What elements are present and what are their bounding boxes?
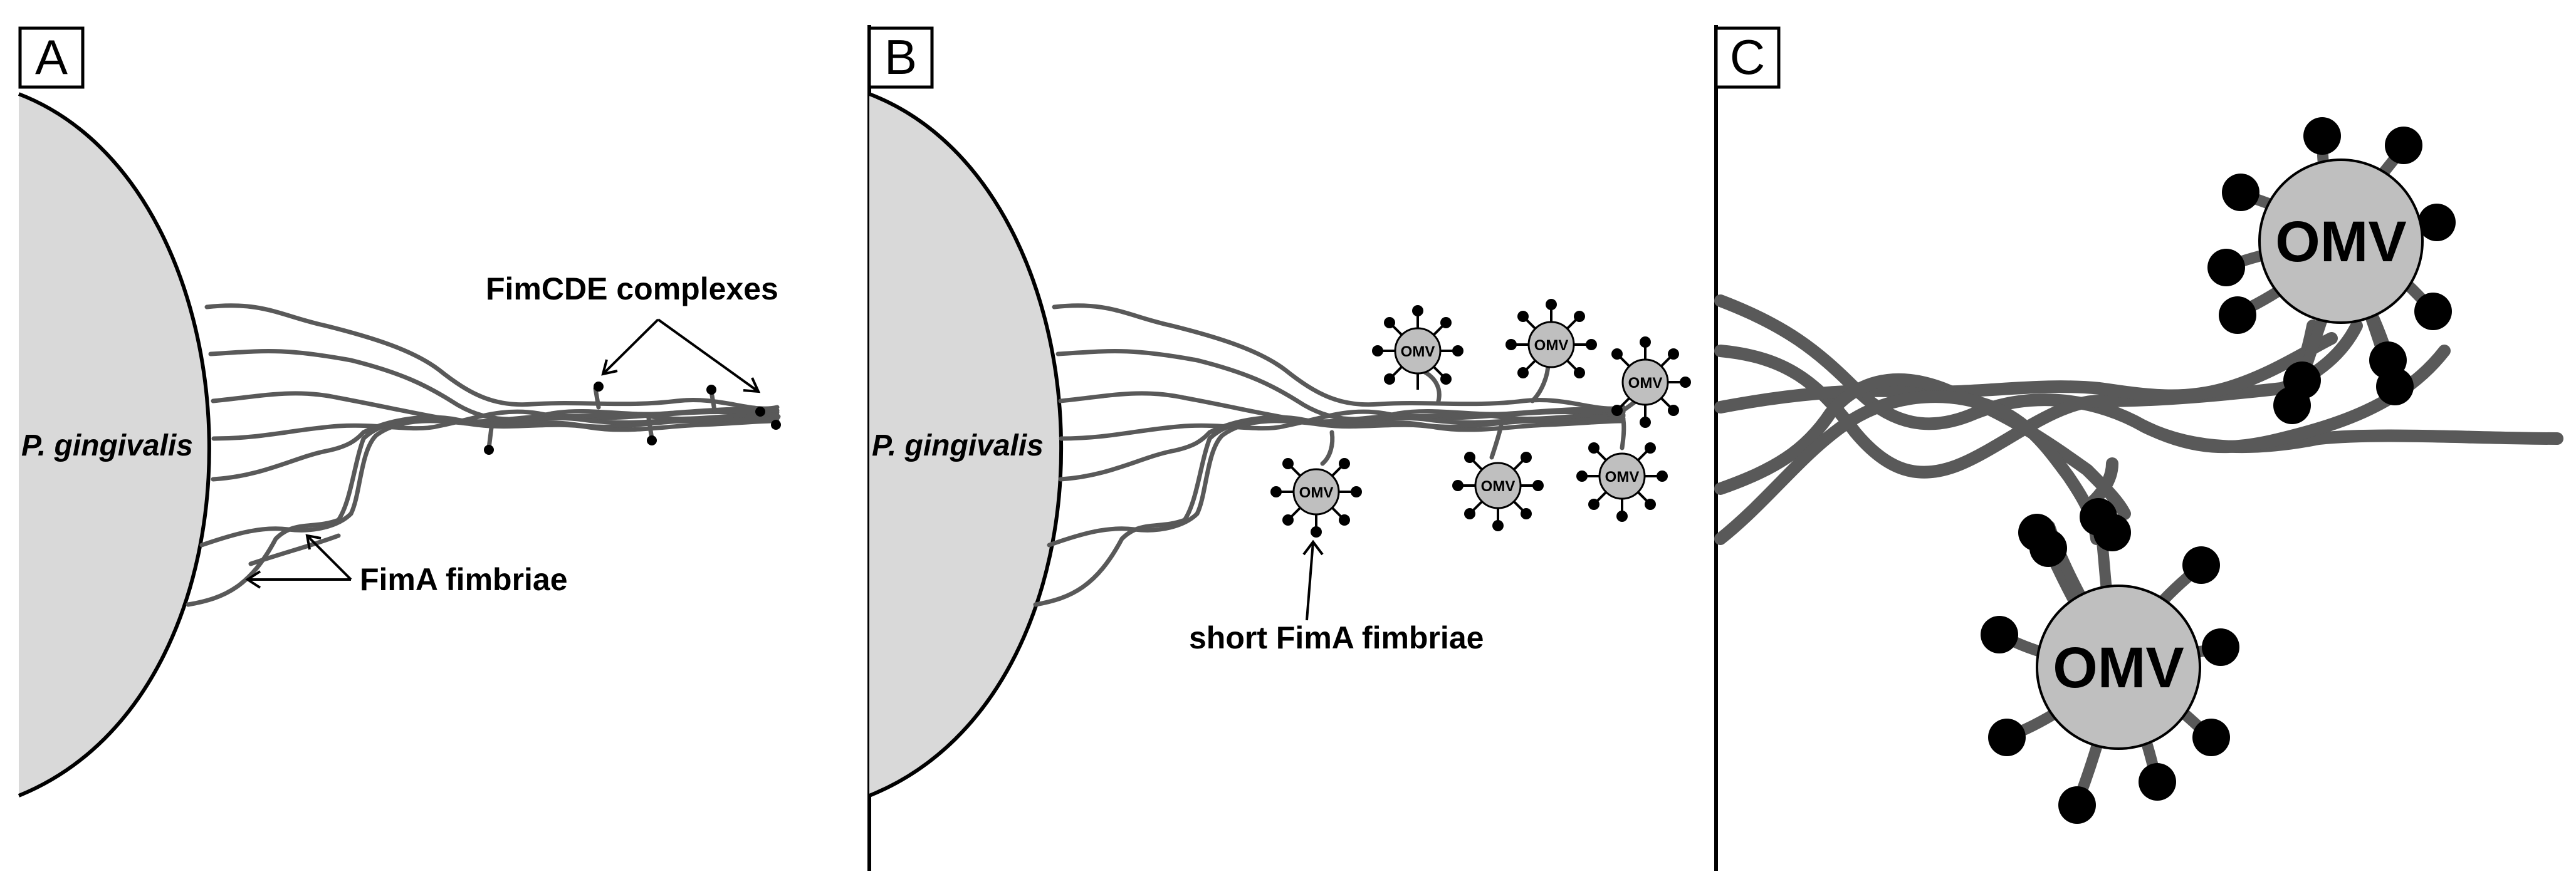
fimbria-stalk bbox=[1320, 430, 1335, 466]
panel-label-box bbox=[867, 26, 934, 89]
fimcde-arrow-right bbox=[657, 318, 760, 393]
omv: OMV bbox=[1981, 498, 2239, 824]
fimcde-arrow-left bbox=[602, 318, 659, 375]
fimcde-stalk bbox=[646, 416, 654, 441]
omv: OMV bbox=[2207, 117, 2456, 424]
cell-body bbox=[19, 94, 209, 796]
short-fima-label: short FimA fimbriae bbox=[1189, 620, 1484, 655]
panel-label-a: A bbox=[18, 26, 85, 89]
panel-a: P. gingivalis FimCDE complexes FimA fimb… bbox=[18, 92, 781, 798]
fimbria bbox=[1047, 419, 1626, 548]
omv-label: OMV bbox=[1481, 478, 1516, 495]
fimbria bbox=[199, 419, 780, 548]
omv: OMV bbox=[1372, 305, 1463, 390]
arrow-head bbox=[305, 534, 322, 550]
omv: OMV bbox=[1452, 452, 1544, 531]
fima-arrow-upper bbox=[306, 534, 352, 581]
omv-label: OMV bbox=[2053, 636, 2184, 700]
panel-b: OMV OMV bbox=[868, 92, 1691, 798]
fimbria bbox=[248, 533, 341, 566]
arrow-head bbox=[245, 570, 261, 589]
fimcde-dot bbox=[647, 435, 657, 445]
omv-label: OMV bbox=[1401, 343, 1435, 360]
fimcde-stalk bbox=[593, 386, 601, 410]
fimbria-stalk bbox=[1620, 417, 1626, 450]
fimcde-complexes bbox=[484, 382, 781, 455]
omv-label: OMV bbox=[1534, 337, 1569, 354]
panel-label-c: C bbox=[1714, 26, 1781, 89]
fimbria bbox=[208, 349, 780, 422]
omv: OMV bbox=[1505, 299, 1597, 378]
fima-label: FimA fimbriae bbox=[360, 562, 568, 597]
fimcde-dot bbox=[484, 445, 494, 455]
omv-group: OMV OMV bbox=[1270, 299, 1691, 538]
panel-c: OMV bbox=[1714, 117, 2563, 824]
fimbriae-bundle bbox=[186, 303, 781, 607]
fimbria-stalk bbox=[2087, 457, 2118, 507]
panel-label-b: B bbox=[867, 26, 934, 89]
fimcde-stalk bbox=[709, 389, 717, 413]
fimcde-stalk bbox=[486, 420, 495, 450]
fimcde-label: FimCDE complexes bbox=[486, 271, 778, 306]
cell-label: P. gingivalis bbox=[872, 429, 1044, 462]
omv-label: OMV bbox=[2275, 210, 2407, 274]
fimcde-dot bbox=[755, 407, 765, 417]
panel-label: C bbox=[1730, 29, 1765, 85]
omv: OMV bbox=[1576, 442, 1668, 522]
fimbriae-bundle bbox=[1714, 294, 2563, 545]
annotation-arrows bbox=[245, 318, 761, 589]
fimcde-dot bbox=[706, 385, 716, 395]
omv: OMV bbox=[1611, 336, 1691, 428]
fimbriae-bundle bbox=[1033, 303, 1643, 607]
panel-label-box bbox=[18, 26, 85, 89]
fimcde-dot bbox=[594, 382, 604, 392]
short-fima-arrow bbox=[1302, 539, 1324, 621]
arrow-head bbox=[601, 359, 618, 376]
panel-label-box bbox=[1714, 26, 1781, 89]
cell-outline bbox=[18, 92, 211, 798]
panel-label: A bbox=[35, 29, 68, 85]
omv-label: OMV bbox=[1605, 469, 1640, 486]
fimbria-stalk bbox=[1417, 367, 1442, 403]
fimbria bbox=[1714, 390, 2103, 545]
fimbria-stalk bbox=[1530, 361, 1551, 403]
fimbria bbox=[204, 303, 780, 411]
cell-label: P. gingivalis bbox=[21, 429, 193, 462]
fimbria bbox=[1052, 303, 1626, 411]
cell-body bbox=[869, 94, 1062, 796]
omv: OMV bbox=[1270, 458, 1362, 538]
fimbria bbox=[1714, 332, 2338, 413]
fimbria bbox=[1714, 373, 2131, 520]
omv-label: OMV bbox=[1628, 375, 1663, 392]
fimbria bbox=[186, 415, 780, 607]
fimbria-stalk bbox=[1489, 424, 1504, 460]
panel-label: B bbox=[884, 29, 917, 85]
fimbria bbox=[1033, 415, 1626, 607]
fimcde-dot bbox=[771, 420, 781, 430]
omv-label: OMV bbox=[1299, 484, 1334, 501]
arrow-head bbox=[743, 377, 761, 393]
